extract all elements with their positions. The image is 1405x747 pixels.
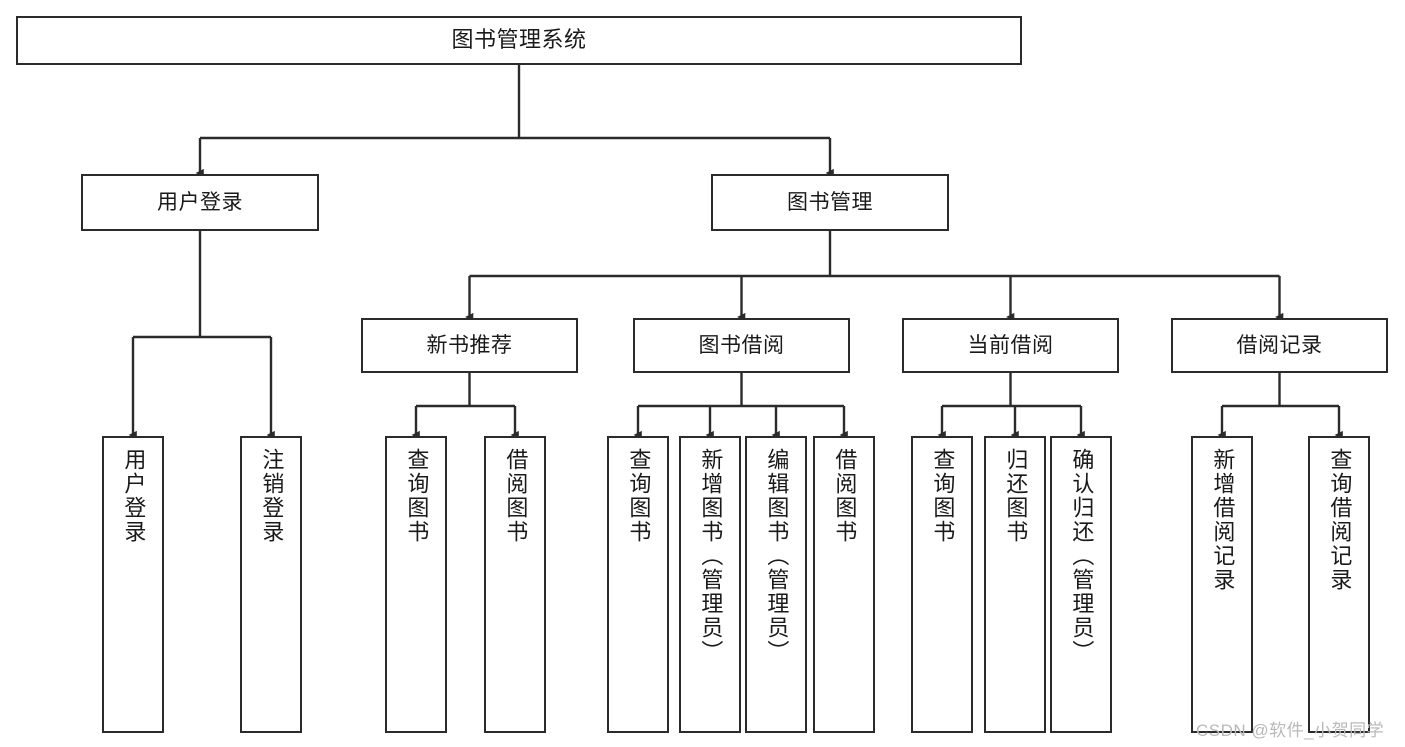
node-label: 查询图书: [930, 448, 956, 544]
node-borrowbook[interactable]: 图书借阅: [633, 318, 850, 373]
node-root[interactable]: 图书管理系统: [16, 16, 1022, 65]
node-current[interactable]: 当前借阅: [902, 318, 1119, 373]
node-label: 当前借阅: [967, 333, 1054, 357]
node-label: 图书管理系统: [451, 27, 587, 53]
node-l_borrow1[interactable]: 借阅图书: [484, 436, 546, 733]
node-label: 新增借阅记录: [1210, 448, 1236, 592]
watermark-label: CSDN @软件_小贺同学: [1196, 721, 1385, 740]
node-label: 归还图书: [1003, 448, 1029, 544]
node-label: 借阅图书: [832, 448, 858, 544]
node-label: 编辑图书（管理员）: [764, 448, 790, 664]
node-label: 图书借阅: [698, 333, 785, 357]
node-l_add[interactable]: 新增图书（管理员）: [679, 436, 741, 733]
node-label: 借阅记录: [1236, 333, 1323, 357]
node-l_addrec[interactable]: 新增借阅记录: [1191, 436, 1253, 733]
node-l_edit[interactable]: 编辑图书（管理员）: [745, 436, 807, 733]
node-records[interactable]: 借阅记录: [1171, 318, 1388, 373]
node-l_query3[interactable]: 查询图书: [911, 436, 973, 733]
node-l_login[interactable]: 用户登录: [102, 436, 164, 733]
node-l_confirm[interactable]: 确认归还（管理员）: [1050, 436, 1112, 733]
node-l_borrow2[interactable]: 借阅图书: [813, 436, 875, 733]
node-label: 新增图书（管理员）: [698, 448, 724, 664]
node-login[interactable]: 用户登录: [81, 174, 319, 231]
node-label: 用户登录: [121, 448, 147, 544]
node-label: 用户登录: [157, 190, 243, 214]
node-l_query1[interactable]: 查询图书: [385, 436, 447, 733]
node-label: 查询图书: [626, 448, 652, 544]
node-label: 新书推荐: [426, 333, 513, 357]
node-label: 注销登录: [259, 448, 285, 544]
node-label: 查询借阅记录: [1327, 448, 1353, 592]
node-l_logout[interactable]: 注销登录: [240, 436, 302, 733]
node-l_return[interactable]: 归还图书: [984, 436, 1046, 733]
node-label: 确认归还（管理员）: [1069, 448, 1095, 664]
node-newbook[interactable]: 新书推荐: [361, 318, 578, 373]
node-bookmgmt[interactable]: 图书管理: [711, 174, 949, 231]
node-label: 借阅图书: [503, 448, 529, 544]
node-l_query2[interactable]: 查询图书: [607, 436, 669, 733]
connector-paths: [128, 65, 1343, 440]
node-label: 查询图书: [404, 448, 430, 544]
node-l_queryrec[interactable]: 查询借阅记录: [1308, 436, 1370, 733]
node-label: 图书管理: [787, 190, 873, 214]
